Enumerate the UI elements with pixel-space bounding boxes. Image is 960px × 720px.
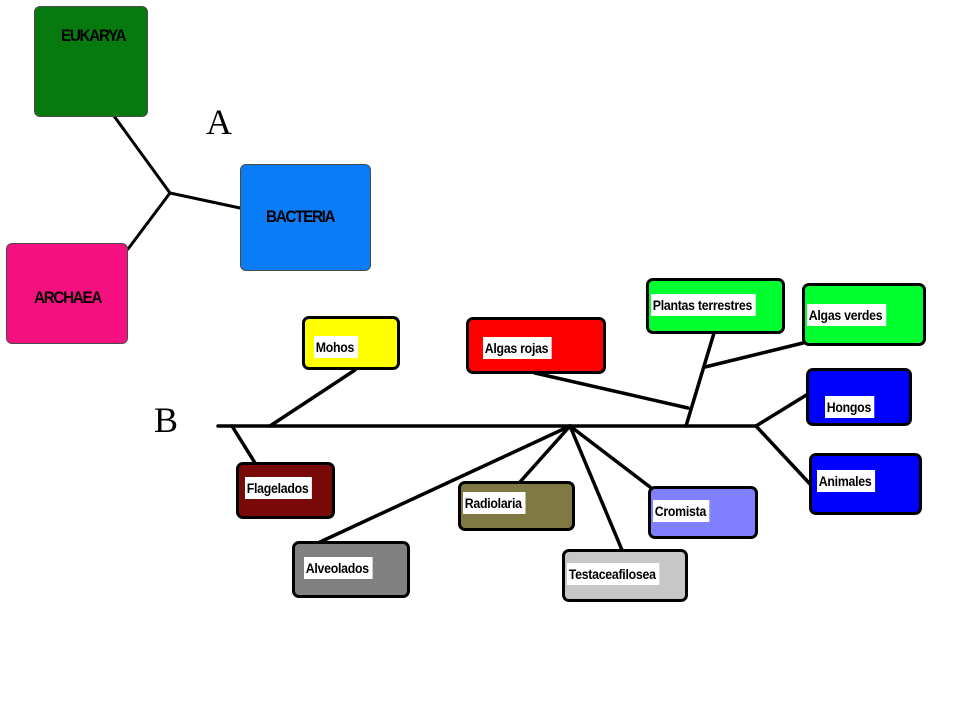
domain-archaea-label: ARCHAEA (34, 287, 102, 307)
branch-testaceafilosea (568, 424, 624, 552)
taxon-mohos-label: Mohos (314, 336, 358, 358)
domain-bacteria: BACTERIA (240, 164, 371, 271)
taxon-alveolados: Alveolados (292, 541, 410, 598)
branch-algas-rojas (533, 371, 690, 410)
branch-bacteria (168, 191, 242, 210)
domain-bacteria-label: BACTERIA (266, 206, 336, 226)
taxon-hongos-label: Hongos (825, 396, 875, 418)
taxon-testaceafilosea-label: Testaceafilosea (567, 563, 660, 585)
branch-radiolaria (518, 424, 572, 484)
taxon-algas-rojas: Algas rojas (466, 317, 606, 374)
tree-b-branches (216, 331, 812, 552)
taxon-algas-rojas-label: Algas rojas (483, 337, 552, 359)
taxon-flagelados-label: Flagelados (245, 477, 313, 499)
taxon-testaceafilosea: Testaceafilosea (562, 549, 688, 602)
taxon-radiolaria: Radiolaria (458, 481, 575, 531)
tree-a-label: A (206, 102, 232, 142)
domain-archaea: ARCHAEA (6, 243, 128, 344)
branch-algas-verdes (703, 341, 805, 369)
taxon-cromista-label: Cromista (653, 500, 710, 522)
domain-eukarya: EUKARYA (34, 6, 148, 117)
domain-eukarya-label: EUKARYA (61, 25, 127, 45)
branch-plants-group (684, 331, 716, 428)
branch-eukarya (112, 114, 172, 195)
taxon-animales: Animales (809, 453, 922, 515)
taxon-algas-verdes: Algas verdes (802, 283, 926, 346)
branch-hongos (754, 392, 810, 428)
tree-b-label: B (154, 400, 179, 440)
taxon-animales-label: Animales (817, 470, 875, 492)
taxon-mohos: Mohos (302, 316, 400, 370)
branch-flagelados (230, 424, 257, 465)
branch-animales (754, 424, 812, 486)
taxon-plantas-terrestres: Plantas terrestres (646, 278, 785, 334)
taxon-cromista: Cromista (648, 486, 758, 539)
branch-mohos (268, 368, 357, 428)
branch-alveolados (318, 424, 572, 544)
taxon-algas-verdes-label: Algas verdes (807, 304, 886, 326)
taxon-flagelados: Flagelados (236, 462, 335, 519)
branch-archaea (126, 191, 172, 251)
taxon-plantas-terrestres-label: Plantas terrestres (651, 294, 756, 316)
taxon-radiolaria-label: Radiolaria (463, 492, 526, 514)
branch-cromista (568, 424, 652, 489)
taxon-alveolados-label: Alveolados (304, 557, 373, 579)
tree-a-branches (112, 114, 242, 251)
taxon-hongos: Hongos (806, 368, 912, 426)
